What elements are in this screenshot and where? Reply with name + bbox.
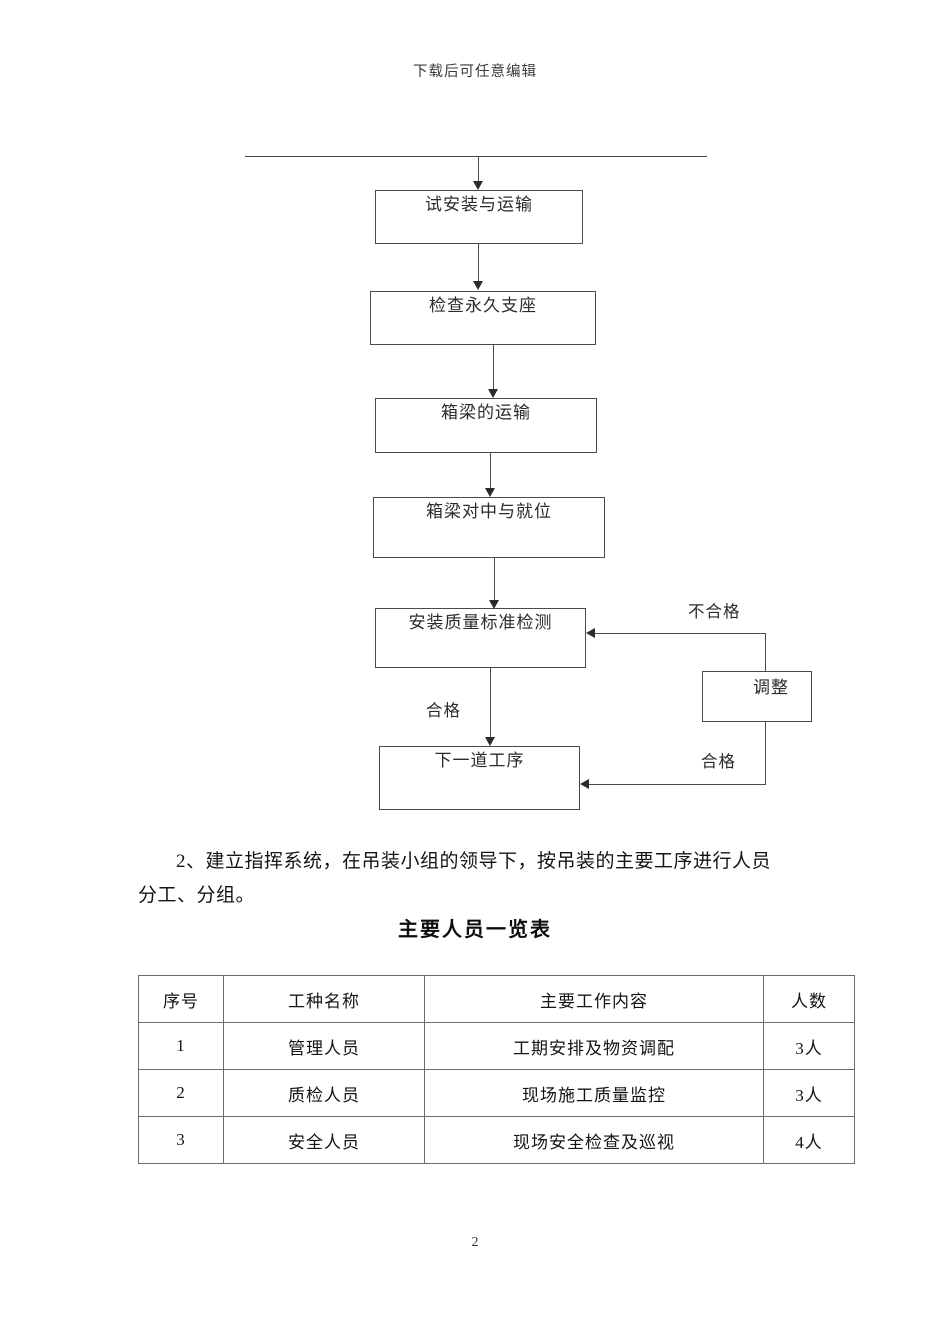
arrow-left-icon (586, 628, 595, 638)
flow-node-adjust[interactable]: 调整 (702, 671, 812, 722)
table-header-cell-no: 序号 (138, 975, 224, 1023)
connector-node3-to-node4 (490, 453, 491, 489)
table-cell-count: 3人 (763, 1069, 855, 1117)
edge-label-pass-main: 合格 (424, 697, 463, 721)
flow-node-label: 试安装与运输 (425, 195, 533, 214)
arrow-down-icon (473, 181, 483, 190)
arrow-down-icon (485, 737, 495, 746)
arrow-down-icon (488, 389, 498, 398)
table-row: 2 质检人员 现场施工质量监控 3人 (138, 1069, 855, 1117)
table-header-row: 序号 工种名称 主要工作内容 人数 (138, 975, 855, 1023)
table-header-cell-job: 工种名称 (223, 975, 425, 1023)
connector-node5-to-next (490, 668, 491, 738)
flow-node-label: 安装质量标准检测 (408, 613, 553, 632)
flow-node-label: 检查永久支座 (429, 296, 537, 315)
flow-node-quality-check[interactable]: 安装质量标准检测 (375, 608, 586, 668)
table-row: 3 安全人员 现场安全检查及巡视 4人 (138, 1116, 855, 1164)
connector-node1-to-node2 (478, 244, 479, 282)
flow-node-check-bearing[interactable]: 检查永久支座 (370, 291, 596, 345)
flow-node-label: 箱梁的运输 (441, 403, 531, 422)
page-number: 2 (471, 1235, 479, 1250)
flow-node-label: 调整 (753, 678, 789, 697)
flow-node-trial-install[interactable]: 试安装与运输 (375, 190, 583, 244)
flowchart-top-divider (245, 156, 707, 157)
table-row: 1 管理人员 工期安排及物资调配 3人 (138, 1022, 855, 1070)
paragraph-line-1: 2、建立指挥系统，在吊装小组的领导下，按吊装的主要工序进行人员 (176, 851, 772, 872)
table-cell-work: 现场安全检查及巡视 (424, 1116, 764, 1164)
flow-node-beam-transport[interactable]: 箱梁的运输 (375, 398, 597, 453)
body-paragraph: 2、建立指挥系统，在吊装小组的领导下，按吊装的主要工序进行人员 分工、分组。 (138, 845, 838, 913)
paragraph-line-2: 分工、分组。 (138, 885, 256, 906)
table-header-cell-work: 主要工作内容 (424, 975, 764, 1023)
arrow-down-icon (473, 281, 483, 290)
connector-node4-to-node5 (494, 558, 495, 601)
table-cell-no: 2 (138, 1069, 224, 1117)
table-cell-no: 3 (138, 1116, 224, 1164)
connector-top-to-node1 (478, 156, 479, 182)
flow-node-next-process[interactable]: 下一道工序 (379, 746, 580, 810)
arrow-left-icon (580, 779, 589, 789)
table-cell-job: 安全人员 (223, 1116, 425, 1164)
table-caption: 主要人员一览表 (398, 919, 552, 941)
table-cell-count: 4人 (763, 1116, 855, 1164)
table-cell-count: 3人 (763, 1022, 855, 1070)
edge-label-pass-loop: 合格 (699, 748, 738, 772)
flow-node-beam-align[interactable]: 箱梁对中与就位 (373, 497, 605, 558)
arrow-down-icon (489, 600, 499, 609)
edge-label-fail: 不合格 (686, 598, 743, 622)
table-header-cell-count: 人数 (763, 975, 855, 1023)
table-cell-job: 管理人员 (223, 1022, 425, 1070)
flow-node-label: 箱梁对中与就位 (426, 502, 552, 521)
connector-node2-to-node3 (493, 345, 494, 390)
document-header-watermark: 下载后可任意编辑 (413, 64, 537, 80)
installation-flowchart: 试安装与运输 检查永久支座 箱梁的运输 箱梁对中与就位 安装质量标准检测 (245, 156, 812, 810)
connector-fail-to-quality-check (594, 633, 766, 634)
arrow-down-icon (485, 488, 495, 497)
table-cell-work: 现场施工质量监控 (424, 1069, 764, 1117)
main-personnel-table: 序号 工种名称 主要工作内容 人数 1 管理人员 工期安排及物资调配 3人 2 … (138, 975, 855, 1164)
table-cell-no: 1 (138, 1022, 224, 1070)
table-cell-job: 质检人员 (223, 1069, 425, 1117)
flow-node-label: 下一道工序 (434, 751, 525, 770)
table-cell-work: 工期安排及物资调配 (424, 1022, 764, 1070)
connector-pass-to-next-process (588, 784, 766, 785)
